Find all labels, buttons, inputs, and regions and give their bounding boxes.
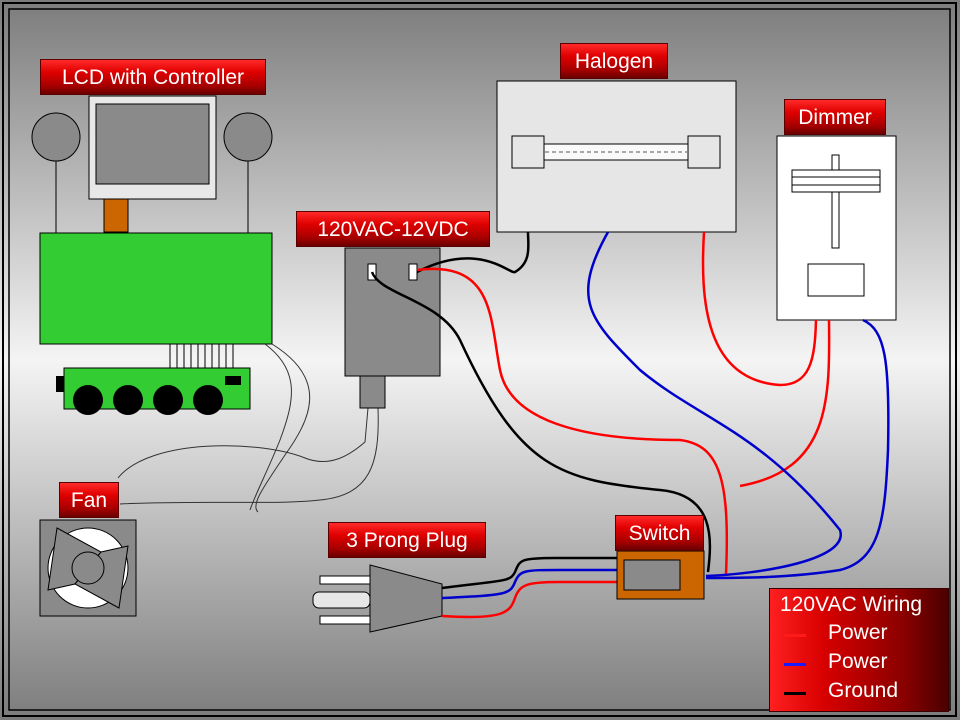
label-fan: Fan bbox=[59, 482, 119, 518]
label-3-prong-plug: 3 Prong Plug bbox=[328, 522, 486, 558]
button-board-led bbox=[225, 376, 241, 385]
control-button-3 bbox=[153, 385, 183, 415]
label-converter: 120VAC-12VDC bbox=[296, 211, 490, 247]
control-button-2 bbox=[113, 385, 143, 415]
legend: 120VAC Wiring Power Power Ground bbox=[769, 588, 949, 712]
border-inner bbox=[8, 8, 951, 711]
legend-label: Power bbox=[828, 650, 888, 673]
lcd-assembly bbox=[31, 95, 273, 415]
controller-board bbox=[39, 232, 273, 345]
legend-item-ground: Ground bbox=[784, 679, 944, 707]
switch-device bbox=[616, 550, 705, 600]
label-dimmer: Dimmer bbox=[784, 99, 886, 135]
control-button-1 bbox=[73, 385, 103, 415]
legend-swatch-blue bbox=[784, 663, 806, 666]
ribbon-wires bbox=[169, 344, 234, 368]
legend-title: 120VAC Wiring bbox=[780, 593, 922, 616]
halogen-lamp bbox=[496, 80, 737, 233]
speaker-right bbox=[223, 112, 273, 162]
legend-item-blue-power: Power bbox=[784, 650, 944, 678]
control-button-4 bbox=[193, 385, 223, 415]
legend-label: Ground bbox=[828, 679, 899, 702]
legend-swatch-black bbox=[784, 692, 806, 695]
legend-item-red-power: Power bbox=[784, 621, 944, 649]
legend-label: Power bbox=[828, 621, 888, 644]
label-lcd-with-controller: LCD with Controller bbox=[40, 59, 266, 95]
label-halogen: Halogen bbox=[560, 43, 668, 79]
label-switch: Switch bbox=[615, 515, 704, 551]
lcd-screen bbox=[95, 103, 210, 185]
lcd-ribbon-cable bbox=[103, 198, 129, 233]
button-board-connector bbox=[56, 376, 64, 392]
ac-wires bbox=[370, 231, 890, 619]
legend-swatch-red bbox=[784, 634, 806, 637]
dimmer-switch bbox=[776, 135, 897, 321]
fan bbox=[39, 519, 137, 617]
low-voltage-wires bbox=[117, 343, 379, 513]
speaker-left bbox=[31, 112, 81, 162]
